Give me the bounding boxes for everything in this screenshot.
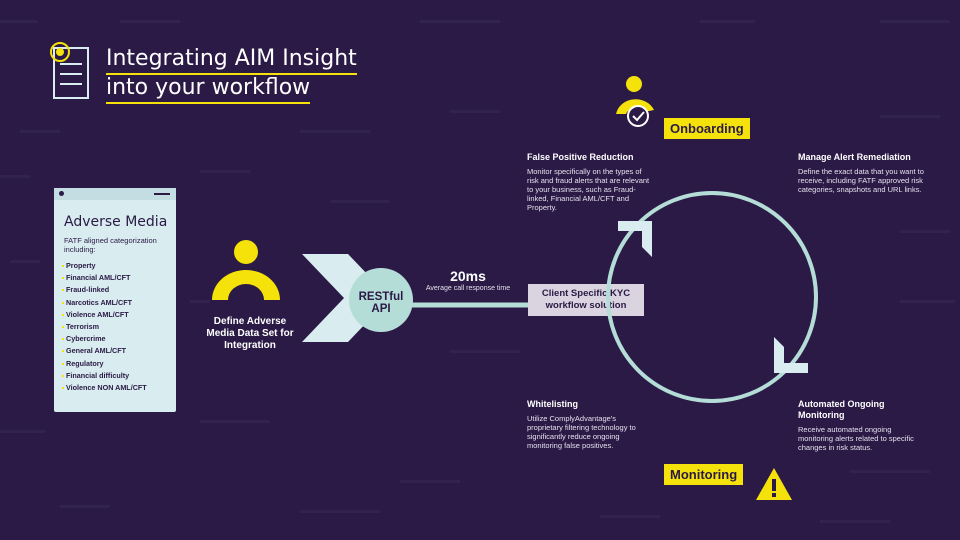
response-time: 20ms Average call response time bbox=[420, 268, 516, 293]
adverse-media-card: Adverse Media FATF aligned categorizatio… bbox=[54, 188, 176, 412]
section-body: Define the exact data that you want to r… bbox=[798, 167, 924, 194]
alert-remediation-section: Manage Alert Remediation Define the exac… bbox=[798, 152, 926, 194]
whitelisting-section: Whitelisting Utilize ComplyAdvantage's p… bbox=[527, 399, 651, 450]
list-item: Cybercrime bbox=[62, 333, 176, 345]
define-dataset-label: Define Adverse Media Data Set for Integr… bbox=[206, 316, 294, 351]
speed-value: 20ms bbox=[450, 268, 486, 284]
list-item: Fraud-linked bbox=[62, 284, 176, 296]
kyc-workflow-box: Client Specific KYC workflow solution bbox=[528, 284, 644, 316]
section-body: Monitor specifically on the types of ris… bbox=[527, 167, 650, 212]
list-item: Financial AML/CFT bbox=[62, 272, 176, 284]
card-description: FATF aligned categorization including: bbox=[64, 236, 157, 254]
section-heading: Automated Ongoing Monitoring bbox=[798, 399, 885, 420]
chevron-arrow-icon bbox=[302, 254, 530, 342]
category-list: Property Financial AML/CFT Fraud-linked … bbox=[54, 260, 176, 394]
document-list-icon bbox=[50, 42, 89, 99]
minimize-icon bbox=[154, 193, 170, 195]
list-item: Property bbox=[62, 260, 176, 272]
section-heading: Manage Alert Remediation bbox=[798, 152, 911, 162]
person-icon bbox=[212, 240, 280, 300]
list-item: Violence NON AML/CFT bbox=[62, 382, 176, 394]
list-item: General AML/CFT bbox=[62, 345, 176, 357]
list-item: Terrorism bbox=[62, 321, 176, 333]
section-body: Receive automated ongoing monitoring ale… bbox=[798, 425, 914, 452]
list-item: Financial difficulty bbox=[62, 370, 176, 382]
section-heading: False Positive Reduction bbox=[527, 152, 634, 162]
section-heading: Whitelisting bbox=[527, 399, 578, 409]
warning-icon bbox=[756, 468, 792, 500]
workflow-cycle bbox=[606, 191, 818, 403]
card-title: Adverse Media bbox=[64, 214, 168, 230]
person-check-icon bbox=[616, 76, 654, 127]
onboarding-badge: Onboarding bbox=[664, 118, 750, 139]
restful-api-label: RESTful API bbox=[358, 291, 404, 315]
list-item: Narcotics AML/CFT bbox=[62, 297, 176, 309]
monitoring-badge: Monitoring bbox=[664, 464, 744, 485]
dot-icon bbox=[59, 191, 64, 196]
page-title: Integrating AIM Insight into your workfl… bbox=[106, 46, 357, 104]
speed-caption: Average call response time bbox=[425, 285, 511, 292]
list-item: Regulatory bbox=[62, 358, 176, 370]
list-item: Violence AML/CFT bbox=[62, 309, 176, 321]
restful-api-circle bbox=[349, 268, 413, 332]
card-titlebar bbox=[54, 188, 176, 200]
section-body: Utilize ComplyAdvantage's proprietary fi… bbox=[527, 414, 636, 450]
false-positive-section: False Positive Reduction Monitor specifi… bbox=[527, 152, 655, 212]
ongoing-monitoring-section: Automated Ongoing Monitoring Receive aut… bbox=[798, 399, 916, 452]
